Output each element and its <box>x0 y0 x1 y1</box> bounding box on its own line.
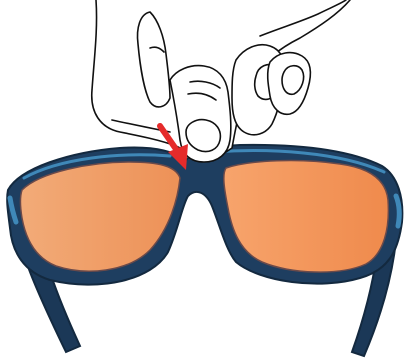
hand <box>92 0 350 162</box>
